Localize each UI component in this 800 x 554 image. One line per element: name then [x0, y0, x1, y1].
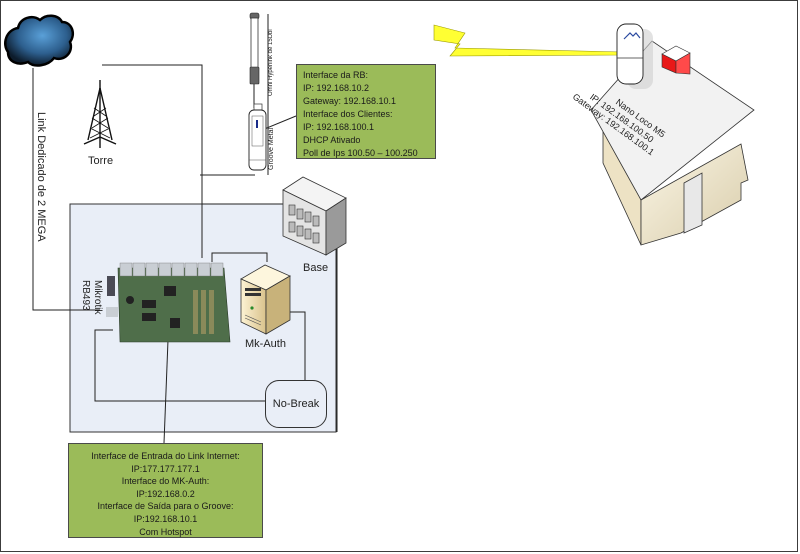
note-line: Interface do MK-Auth:: [121, 476, 210, 487]
link-label: Link Dedicado de 2 MEGA: [35, 112, 47, 242]
link-board-note: [163, 339, 169, 444]
link-groove-note: [261, 115, 297, 131]
note-line: IP:177.177.177.1: [131, 463, 200, 474]
note-line: Com Hotspot: [139, 526, 192, 537]
note-line: IP:192.168.10.1: [133, 513, 198, 524]
note-line: Interface de Entrada do Link Internet:: [91, 451, 240, 461]
link-mkauth-nobreak: [290, 311, 306, 380]
cpe-antenna-icon: [616, 23, 653, 89]
note-line: DHCP Ativado: [303, 135, 361, 145]
note-line: Poll de Ips 100.50 – 100.250: [303, 148, 418, 158]
omni-antenna-label: Omni Hyperlink de 15Dbi: [268, 29, 274, 96]
note-line: Gateway: 192.168.10.1: [303, 96, 397, 106]
note-line: IP: 192.168.10.2: [303, 83, 370, 93]
note-line: IP:192.168.0.2: [136, 488, 195, 499]
connection-lines: [32, 14, 338, 444]
router-icon: [248, 103, 267, 171]
server-icon: [240, 264, 291, 335]
wireless-link-icon: [433, 24, 623, 57]
link-cloud-mikrotik: [32, 68, 100, 311]
routerboard-icon: [106, 262, 231, 343]
link-board-nobreak: [94, 329, 265, 402]
nobreak-label: No-Break: [272, 398, 320, 410]
antenna-icon: [249, 12, 260, 108]
house-icon: [590, 40, 755, 246]
note-line: Interface de Saída para o Groove:: [97, 501, 234, 512]
tower-label: Torre: [88, 155, 114, 167]
mkauth-label: Mk-Auth: [245, 338, 286, 350]
base-label: Base: [303, 262, 329, 274]
mikrotik-name: Mikrotik: [92, 280, 103, 315]
cloud-icon: [4, 14, 74, 67]
mikrotik-model: RB493: [80, 280, 91, 311]
groove-label: Groove Metal: [268, 127, 275, 170]
mikrotik-label: Mikrotik RB493: [79, 280, 103, 314]
rb-config-note: Interface da RB: IP: 192.168.10.2 Gatewa…: [296, 64, 436, 159]
radio-tower-icon: [83, 80, 117, 148]
note-line: IP: 192.168.100.1: [303, 122, 375, 132]
note-line: Interface da RB:: [303, 70, 369, 80]
note-line: Interface dos Clientes:: [303, 109, 393, 119]
nobreak-node: No-Break: [265, 380, 327, 428]
link-board-mkauth: [211, 252, 268, 262]
link-tower-mikrotik: [102, 64, 203, 258]
building-icon: [282, 176, 347, 256]
mikrotik-config-note: Interface de Entrada do Link Internet: I…: [68, 443, 263, 538]
